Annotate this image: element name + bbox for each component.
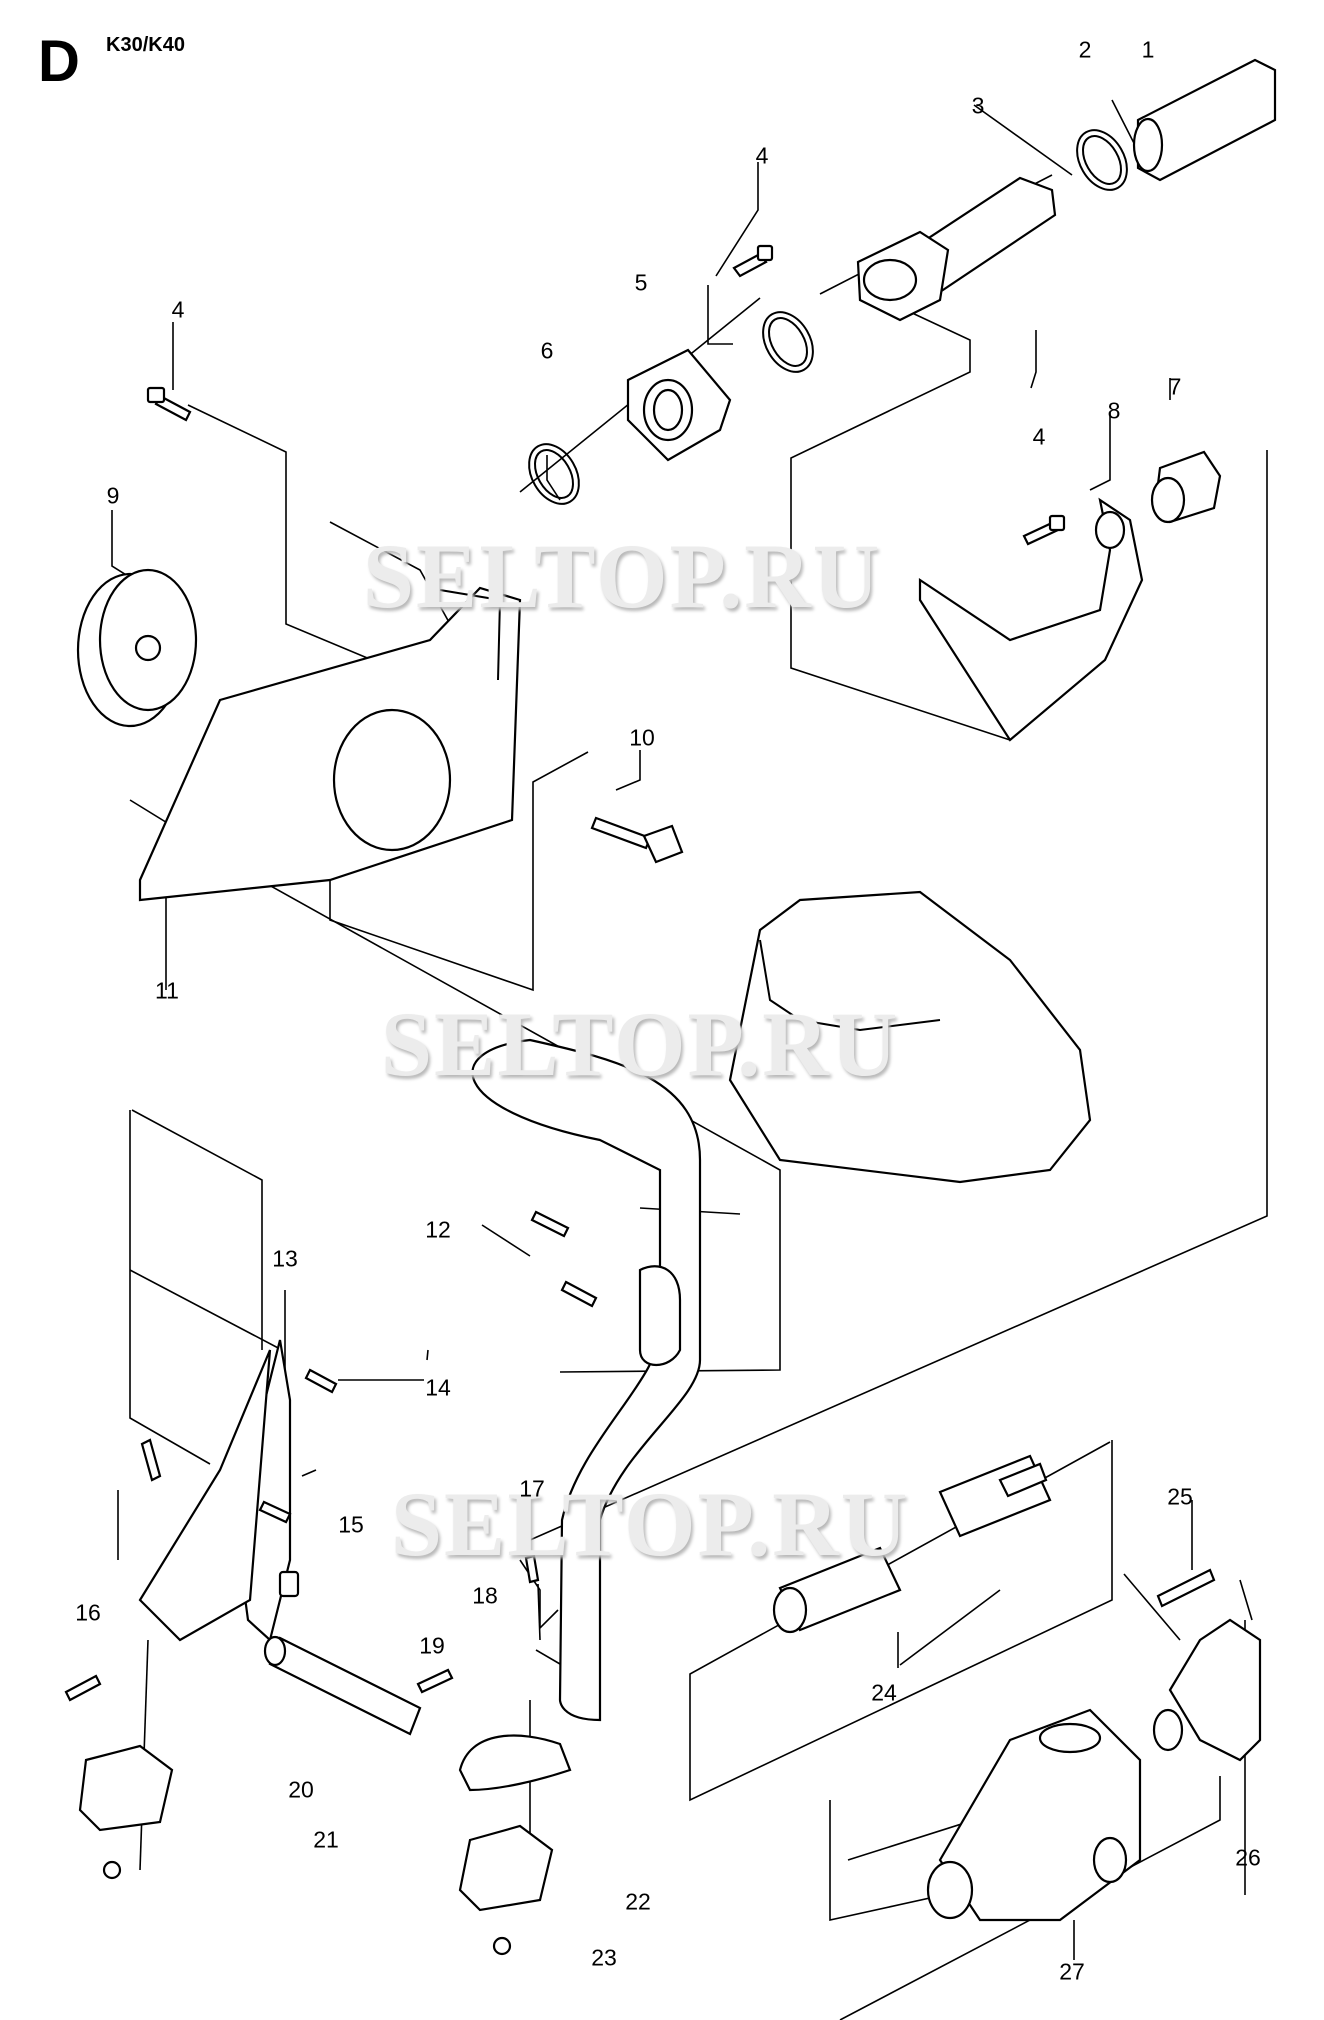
callout-13: 13 (272, 1245, 298, 1272)
section-letter: D (38, 29, 80, 94)
model-label: K30/K40 (106, 34, 185, 56)
callout-18: 18 (472, 1582, 498, 1609)
callout-16: 16 (75, 1599, 101, 1626)
part-quick-coupling (1152, 1618, 1262, 1762)
callout-12: 12 (425, 1216, 451, 1243)
part-rubber-feet (78, 1744, 554, 1956)
callout-2: 2 (1078, 36, 1092, 63)
part-o-ring-upper (1076, 129, 1128, 191)
callout-5: 5 (634, 269, 648, 296)
callout-4: 4 (171, 296, 185, 323)
part-lever-arm (138, 1339, 292, 1643)
part-motor-housing (728, 890, 1092, 1184)
callout-1: 1 (1141, 36, 1155, 63)
callout-9: 9 (106, 482, 120, 509)
part-handle-bar (471, 1038, 702, 1722)
callout-4: 4 (755, 142, 769, 169)
part-pulley (76, 568, 198, 728)
part-hose-coupling (772, 1454, 1052, 1634)
callout-11: 11 (155, 977, 179, 1004)
callout-22: 22 (625, 1888, 651, 1915)
part-sleeve (1132, 58, 1277, 182)
callout-24: 24 (871, 1679, 897, 1706)
part-small-screws (64, 1368, 540, 1702)
callout-10: 10 (629, 724, 655, 751)
part-lower-handle-arm (458, 1734, 572, 1792)
part-valve-body (926, 1708, 1142, 1922)
callout-6: 6 (540, 337, 554, 364)
callout-20: 20 (288, 1776, 314, 1803)
callout-8: 8 (1107, 397, 1121, 424)
callout-21: 21 (313, 1826, 339, 1853)
part-spring-clip (1156, 1568, 1216, 1608)
callout-26: 26 (1235, 1844, 1261, 1871)
part-o-ring-lower (528, 443, 580, 505)
part-belt-guard-cover (138, 586, 522, 902)
watermark: SELTOP.RU (362, 525, 882, 627)
part-mount-bracket (918, 497, 1144, 742)
part-clip (278, 1570, 300, 1598)
watermark: SELTOP.RU (380, 993, 900, 1095)
callout-4: 4 (1032, 423, 1046, 450)
callout-19: 19 (419, 1632, 445, 1659)
part-threaded-fitting (1150, 450, 1222, 524)
part-long-bolt (590, 816, 684, 864)
part-pin (263, 1635, 422, 1736)
callout-14: 14 (425, 1374, 451, 1401)
part-screws (146, 244, 1066, 546)
part-handle-screws (530, 1210, 598, 1308)
watermark: SELTOP.RU (390, 1473, 910, 1575)
callout-27: 27 (1059, 1958, 1085, 1985)
callout-3: 3 (971, 92, 985, 119)
callout-23: 23 (591, 1944, 617, 1971)
callout-25: 25 (1167, 1483, 1193, 1510)
part-flange-block (626, 348, 732, 462)
callout-15: 15 (338, 1511, 364, 1538)
callout-7: 7 (1168, 373, 1182, 400)
callout-17: 17 (519, 1475, 545, 1502)
part-water-nozzle-pipe (856, 176, 1057, 322)
